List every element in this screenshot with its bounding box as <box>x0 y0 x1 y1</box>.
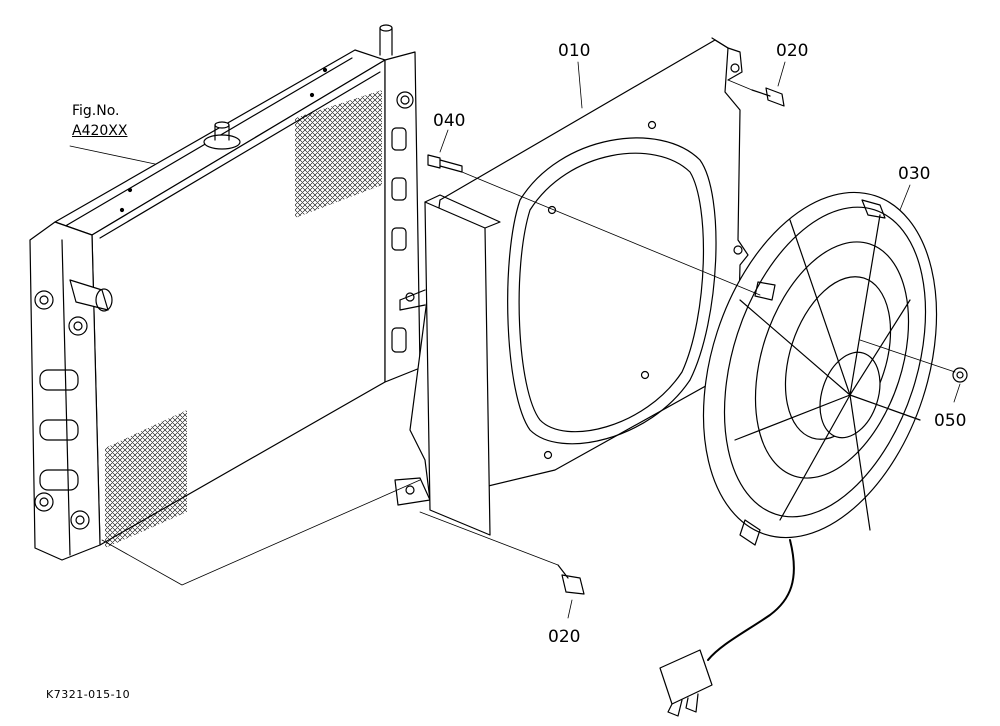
left-tank-slot <box>39 469 79 491</box>
left-tank-slot <box>39 369 79 391</box>
left-tank-slot <box>39 419 79 441</box>
callout-020-bottom: 020 <box>548 627 581 647</box>
callout-010: 010 <box>558 41 591 61</box>
bolt-020-bottom <box>557 564 585 595</box>
assembly-lines <box>69 61 961 619</box>
bolt-020-top <box>751 87 785 107</box>
fig-no-label: Fig.No. <box>72 103 120 119</box>
drawing-code: K7321-015-10 <box>46 688 131 701</box>
electric-fan <box>659 191 938 717</box>
fig-no-value: A420XX <box>72 123 128 139</box>
callout-050: 050 <box>934 411 967 431</box>
callout-040: 040 <box>433 111 466 131</box>
callout-020-top: 020 <box>776 41 809 61</box>
bolt-040 <box>427 154 463 173</box>
callout-030: 030 <box>898 164 931 184</box>
fan-shroud <box>394 37 749 536</box>
radiator <box>29 24 421 561</box>
nut-050 <box>952 367 968 383</box>
right-tank-slots <box>391 91 414 353</box>
